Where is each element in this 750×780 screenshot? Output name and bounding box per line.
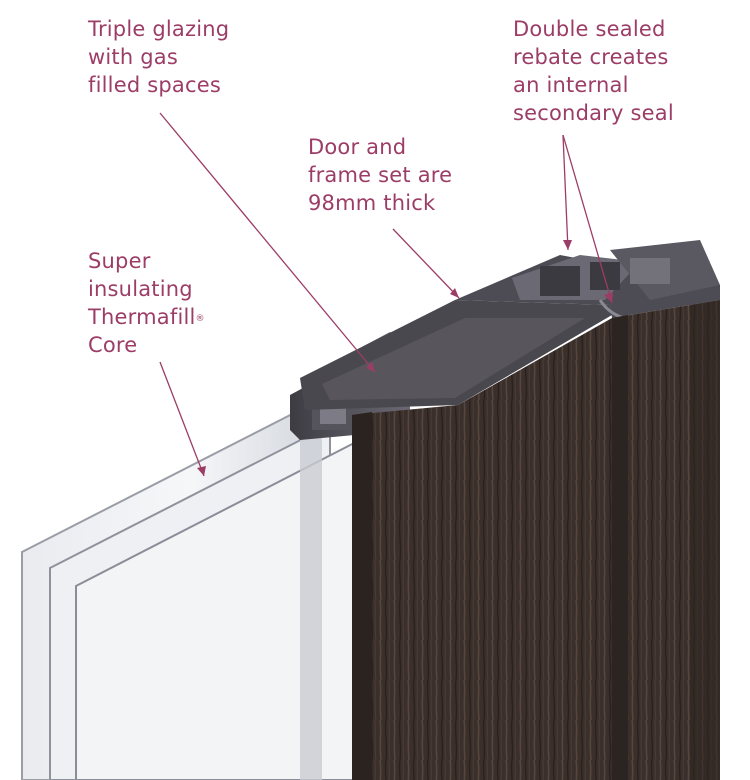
registered-mark: ®	[195, 314, 205, 324]
leader-lines	[159, 112, 613, 477]
inner-glass-pane	[75, 438, 361, 780]
glazing-leader	[159, 112, 376, 373]
core-leader	[159, 361, 205, 477]
thickness-leader	[392, 228, 460, 299]
thermafill-core-top	[300, 300, 612, 410]
glazing-panes	[21, 396, 361, 780]
rebate-leader-left	[562, 134, 569, 251]
rebate-leader-right	[562, 134, 613, 304]
leader-arrowheads	[197, 240, 613, 476]
door-sash-face	[352, 318, 612, 780]
